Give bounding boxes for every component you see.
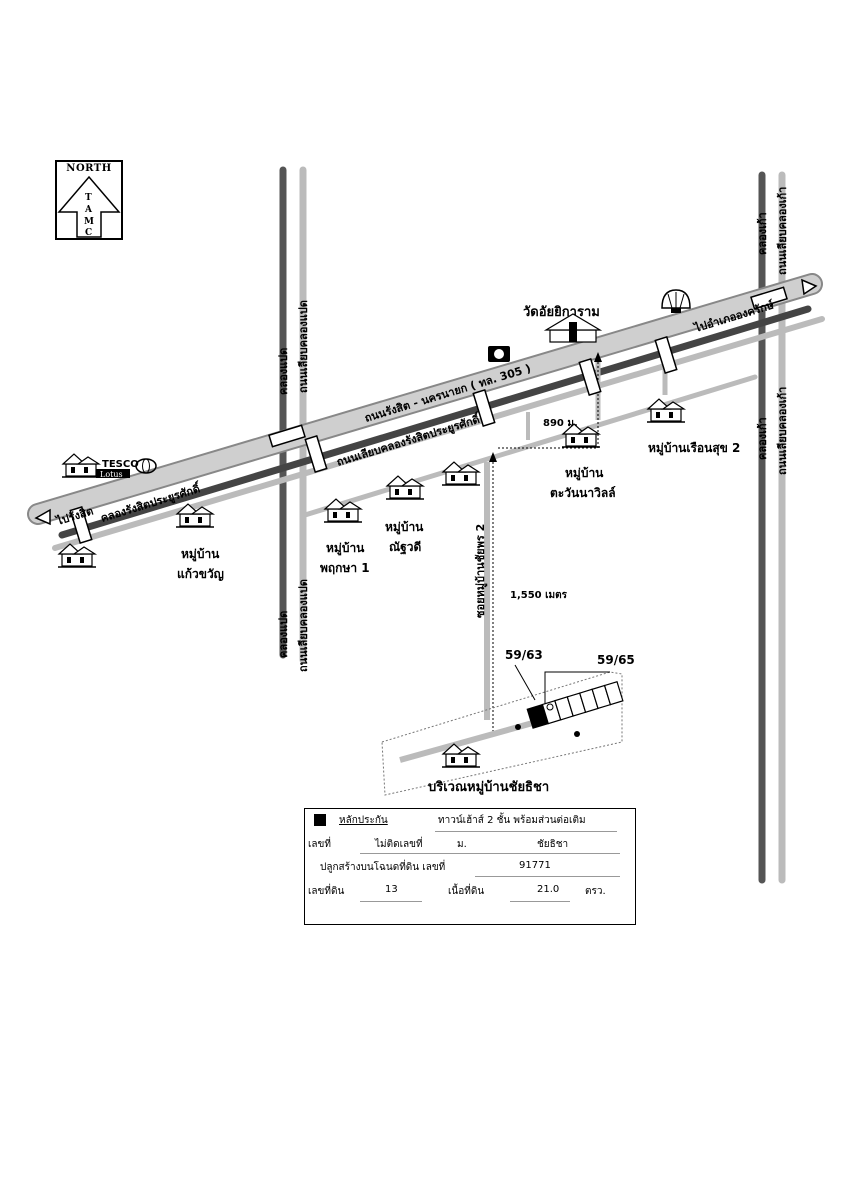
house-icon xyxy=(385,475,426,500)
svg-text:T: T xyxy=(85,193,92,203)
collateral-legend: หลักประกัน ทาวน์เฮ้าส์ 2 ชั้น พร้อมส่วนต… xyxy=(304,808,636,925)
to-rangsit-arrow xyxy=(34,508,51,526)
house-no-value: ไม่ติดเลขที่ xyxy=(375,839,423,850)
house-icon xyxy=(561,423,602,448)
house-icon xyxy=(646,398,687,423)
area-value: 21.0 xyxy=(537,884,560,895)
land-no-label: เลขที่ดิน xyxy=(308,886,345,897)
deed-label: ปลูกสร้างบนโฉนดที่ดิน เลขที่ xyxy=(320,862,446,873)
village-tawan-label-2: ตะวันนาวิลล์ xyxy=(550,486,616,500)
deed-value: 91771 xyxy=(519,860,551,871)
svg-text:M: M xyxy=(84,217,94,227)
svg-text:A: A xyxy=(84,205,93,215)
secondary-road xyxy=(302,374,758,518)
house-icon xyxy=(57,543,98,568)
village-natthadee-label-2: ณัฐวดี xyxy=(389,540,421,555)
property-type: ทาวน์เฮ้าส์ 2 ชั้น พร้อมส่วนต่อเติม xyxy=(438,815,586,826)
collateral-square-icon xyxy=(314,814,326,826)
village-natthadee-label-1: หมู่บ้าน xyxy=(385,520,424,535)
distance-1550-label: 1,550 เมตร xyxy=(510,590,568,601)
house-icon xyxy=(175,503,216,528)
north-arrow-icon: T A M C xyxy=(57,175,121,238)
house-icon xyxy=(61,453,102,478)
village-tawan-label-1: หมู่บ้าน xyxy=(565,466,604,481)
klong-kao-road-top-label: ถนนเลียบคลองเก้า xyxy=(776,187,789,275)
townhouse-row xyxy=(526,680,624,729)
village-chaithicha-label: บริเวณหมู่บ้านชัยธิชา xyxy=(428,779,549,795)
village-pruksa-label-1: หมู่บ้าน xyxy=(326,541,365,556)
klong-kao-road-bottom-label: ถนนเลียบคลองเก้า xyxy=(776,387,789,475)
house-icon xyxy=(441,461,482,486)
village-area-outline xyxy=(381,671,623,796)
bridge-marks xyxy=(69,286,788,544)
temple-icon xyxy=(543,313,603,343)
house-icon xyxy=(323,498,364,523)
area-label: เนื้อที่ดิน xyxy=(448,886,485,897)
svg-text:Lotus: Lotus xyxy=(100,470,123,479)
svg-text:TESCO: TESCO xyxy=(102,459,139,470)
rangsit-canal xyxy=(58,305,812,539)
village-kaew-label-2: แก้วขวัญ xyxy=(177,567,224,581)
north-arrow: NORTH T A M C xyxy=(55,160,123,240)
north-title: NORTH xyxy=(66,163,112,174)
plot-5963-label: 59/63 xyxy=(505,648,543,662)
plot-5965-label: 59/65 xyxy=(597,653,635,667)
land-no-value: 13 xyxy=(385,884,398,895)
village-rueansuk-label: หมู่บ้านเรือนสุข 2 xyxy=(648,441,740,456)
klong-kao-canal-top-label: คลองเก้า xyxy=(756,212,769,255)
to-ongkharak-arrow xyxy=(801,278,818,296)
house-icon xyxy=(441,743,482,768)
branch-route-dotted xyxy=(498,360,599,449)
klong-kao-canal-bottom-label: คลองเก้า xyxy=(756,417,769,460)
klong-paet-road-top-label: ถนนเลียบคลองแปด xyxy=(297,300,310,393)
village-house-icons xyxy=(57,398,687,768)
moo-label: ม. xyxy=(457,839,467,850)
area-unit: ตรว. xyxy=(585,886,606,897)
bank-icon xyxy=(488,346,510,362)
klong-paet-canal-top-label: คลองแปด xyxy=(277,348,290,395)
distance-890-label: 890 ม. xyxy=(543,418,578,429)
svg-text:C: C xyxy=(85,228,92,238)
klong-paet-canal-bottom-label: คลองแปด xyxy=(277,611,290,658)
house-no-label: เลขที่ xyxy=(308,839,331,850)
village-kaew-label-1: หมู่บ้าน xyxy=(181,547,220,562)
soi-label: ซอยหมู่บ้านชัยพร 2 xyxy=(474,524,488,618)
village-pruksa-label-2: พฤกษา 1 xyxy=(320,561,370,575)
shell-station-icon xyxy=(661,289,691,313)
tesco-lotus-logo: TESCO Lotus xyxy=(96,459,139,479)
village-value: ชัยธิชา xyxy=(537,839,569,850)
collateral-label: หลักประกัน xyxy=(339,815,388,826)
temple-label: วัดอัยยิการาม xyxy=(523,305,600,320)
klong-paet-road-bottom-label: ถนนเลียบคลองแปด xyxy=(297,579,310,672)
toyota-logo-icon xyxy=(135,458,157,474)
